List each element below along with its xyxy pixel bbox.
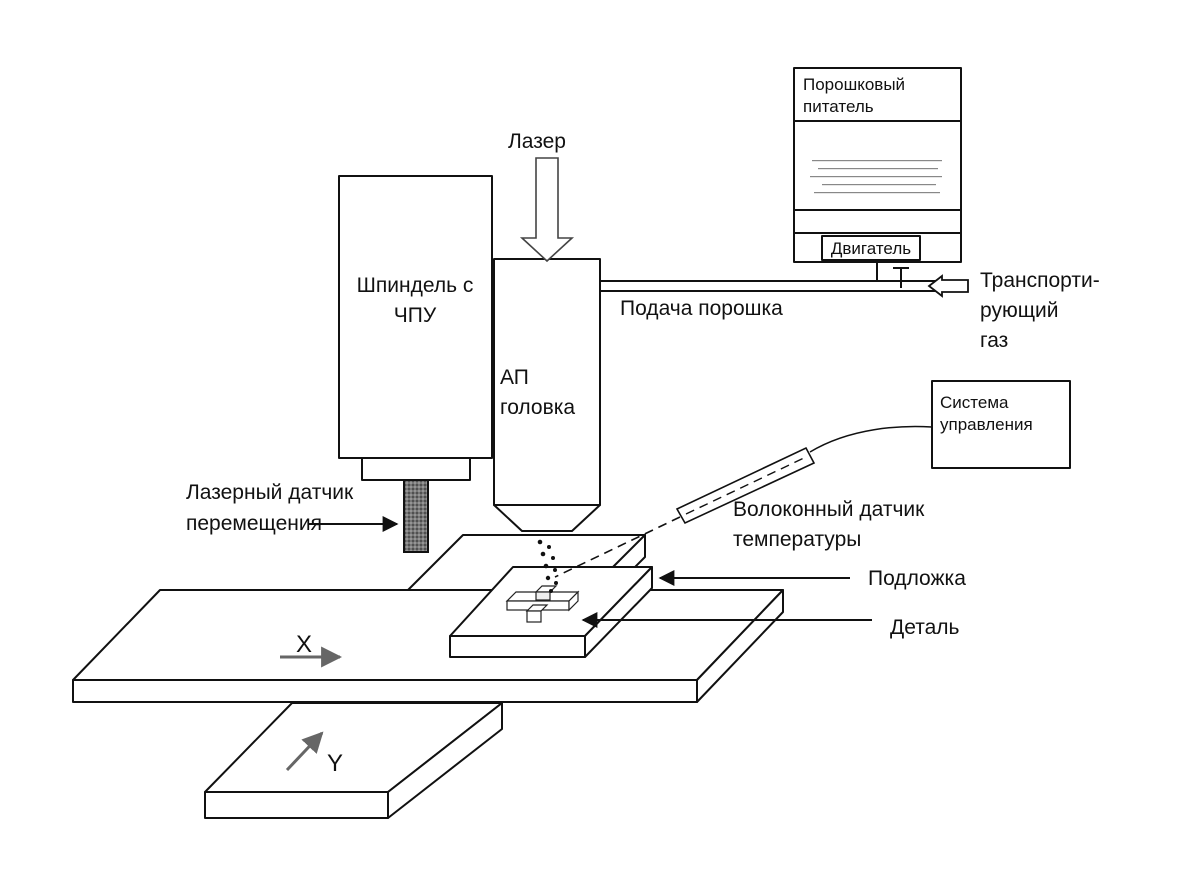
part-label: Деталь: [890, 616, 960, 639]
x-stage-front: [72, 679, 698, 703]
feeder-label-line2: питатель: [803, 97, 874, 116]
control-box: [931, 380, 1071, 469]
fiber-sensor: Волоконный датчик температуры: [554, 425, 933, 578]
head-label-line2: головка: [500, 396, 575, 419]
substrate-side: [584, 566, 653, 658]
axis-y-arrow: [285, 731, 324, 772]
substrate-front: [449, 635, 586, 658]
powder-stream: [537, 539, 558, 593]
carrier-gas: Транспорти- рующий газ: [927, 269, 1100, 352]
laser-arrow-icon: [519, 157, 575, 263]
spindle-body: [338, 175, 493, 459]
head-body: [493, 258, 601, 506]
cnc-spindle: Шпиндель с ЧПУ: [338, 175, 493, 553]
axis-x-label: X: [296, 631, 312, 658]
powder-feed-line: Подача порошка: [600, 280, 968, 320]
control-system: Система управления: [931, 380, 1071, 469]
spindle-label-line2: ЧПУ: [394, 304, 437, 327]
spindle-label-line1: Шпиндель с: [357, 274, 474, 297]
substrate-callout: Подложка: [658, 567, 966, 590]
x-stage: [72, 589, 784, 703]
motor-label: Двигатель: [831, 239, 911, 258]
axis-x: X: [280, 631, 343, 668]
axis-y: Y: [285, 731, 343, 777]
gas-label-line2: рующий: [980, 299, 1058, 322]
powder-feeder: Двигатель Порошковый питатель: [793, 67, 962, 288]
laser-label: Лазер: [508, 130, 566, 153]
substrate-label: Подложка: [868, 567, 966, 590]
spindle-collar: [361, 457, 471, 481]
spindle-tool: [403, 479, 429, 553]
deposition-head: АП головка: [493, 258, 601, 532]
y-stage-front: [204, 791, 389, 819]
feeder-body: [793, 67, 962, 263]
feeder-label-line1: Порошковый: [803, 75, 905, 94]
motor-box: [821, 235, 921, 261]
feeder-powder-dots: [810, 160, 942, 194]
gas-arrow-icon: [927, 274, 969, 298]
gas-label-line1: Транспорти-: [980, 269, 1100, 292]
fiber-cable: [809, 425, 933, 453]
part-callout: Деталь: [581, 612, 960, 639]
gas-label-line3: газ: [980, 329, 1008, 352]
y-stage-side: [387, 702, 503, 819]
y-stage: [204, 702, 503, 819]
fiber-beam: [554, 516, 681, 578]
head-label-line1: АП: [500, 366, 529, 389]
fiber-label-line2: температуры: [733, 528, 861, 551]
laser-sensor-label-line2: перемещения: [186, 512, 322, 535]
powder-feed-label: Подача порошка: [620, 297, 783, 320]
fiber-label-line1: Волоконный датчик: [733, 498, 925, 521]
axis-y-label: Y: [327, 750, 343, 777]
control-label-line2: управления: [940, 415, 1033, 434]
laser-beam-arrow: Лазер: [508, 130, 575, 263]
x-stage-top: [72, 589, 784, 681]
laser-sensor-callout: Лазерный датчик перемещения: [186, 481, 399, 535]
laser-sensor-label-line1: Лазерный датчик: [186, 481, 354, 504]
head-nozzle: [493, 504, 601, 532]
control-label-line1: Система: [940, 393, 1009, 412]
